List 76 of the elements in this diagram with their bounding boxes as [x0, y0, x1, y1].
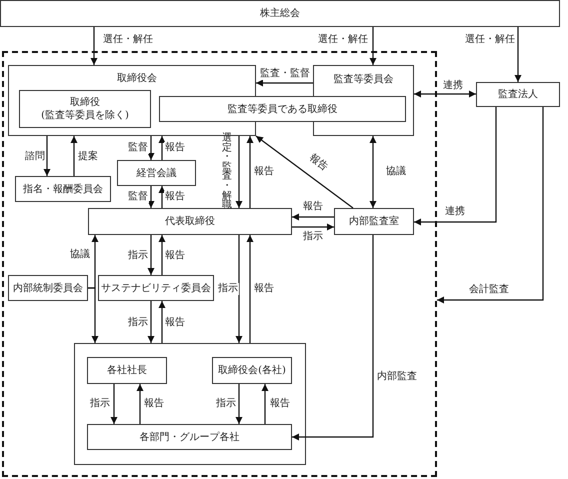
edge-label: 選任・解任 [464, 34, 516, 46]
edge-label: 報告 [164, 317, 186, 329]
edge-label: 選任・解任 [102, 34, 154, 46]
arrow [158, 136, 166, 160]
process-box: 内部監査室 [334, 208, 414, 235]
edge-label: 指示 [127, 250, 149, 262]
edge-label: 諮問 [24, 151, 46, 163]
process-box: 代表取締役 [88, 208, 292, 235]
boundary-dashed-frame [2, 51, 437, 477]
edge-label: 選定・監査・解職 [221, 134, 233, 210]
edge-label: 報告 [253, 283, 275, 295]
auditor-box: 監査法人 [476, 82, 560, 107]
edge-label: 報告 [143, 398, 165, 410]
arrow [158, 235, 166, 275]
edge-label: 指示 [127, 317, 149, 329]
edge-label: 報告 [164, 142, 186, 154]
arrow [148, 136, 154, 160]
arrow [148, 235, 154, 275]
process-box: 各部門・グループ各社 [87, 424, 292, 450]
process-box: 取締役会(各社) [212, 357, 292, 384]
arrow [136, 384, 144, 424]
group-frame [74, 343, 306, 465]
arrow [246, 136, 254, 208]
edge-label: 指示 [89, 398, 111, 410]
arrow [292, 214, 334, 220]
arrow [370, 27, 376, 65]
arrow [90, 27, 98, 65]
arrow [256, 80, 313, 86]
arrow [256, 136, 354, 208]
edge-label: 選任・解任 [317, 34, 369, 46]
process-box: サステナビリティ委員会 [98, 275, 214, 301]
process-box: 取締役 (監査等委員を除く) [19, 90, 151, 128]
edge-label: 報告 [164, 250, 186, 262]
edge-label: 指示 [215, 398, 237, 410]
arrow [262, 384, 268, 424]
arrow [370, 136, 376, 208]
arrow [158, 186, 166, 208]
process-box: 監査等委員である取締役 [159, 96, 406, 122]
process-box: 各社社長 [87, 357, 167, 384]
edge-label: 指示 [217, 283, 239, 295]
arrow [110, 384, 118, 424]
arrow [236, 136, 242, 208]
edge-label: 報告 [253, 166, 275, 178]
arrow [292, 235, 374, 440]
edge-label: 監督 [127, 142, 149, 154]
arrow [414, 90, 476, 98]
edge-label: 提案 [77, 151, 99, 163]
edge-label: 監督 [127, 191, 149, 203]
process-box: 内部統制委員会 [8, 275, 88, 301]
arrow [148, 301, 154, 343]
arrow [70, 136, 78, 176]
arrow [414, 107, 497, 226]
edge-label: 報告 [164, 191, 186, 203]
edge-label: 会計監査 [468, 284, 510, 296]
process-box: 経営会議 [117, 160, 196, 186]
arrow [437, 107, 544, 304]
arrow [44, 136, 50, 176]
edge-label: 監査・監督 [259, 68, 311, 80]
edge-label: 協議 [69, 249, 91, 261]
edge-label: 報告 [269, 398, 291, 410]
arrow [236, 384, 242, 424]
arrow [236, 235, 242, 343]
arrow [148, 186, 154, 208]
edge-label: 指示 [302, 231, 324, 243]
arrow [514, 27, 522, 82]
arrow [246, 235, 254, 343]
edge-label: 協議 [385, 166, 407, 178]
process-box: 指名・報酬委員会 [15, 176, 111, 202]
edge-label: 連携 [444, 206, 466, 218]
edge-label: 内部監査 [376, 371, 418, 383]
arrow [158, 301, 166, 343]
arrow [88, 287, 98, 343]
edge-label: 連携 [442, 80, 464, 92]
meeting-box: 株主総会 [0, 0, 560, 27]
arrow [292, 224, 334, 230]
edge-label: 報告 [302, 201, 324, 213]
